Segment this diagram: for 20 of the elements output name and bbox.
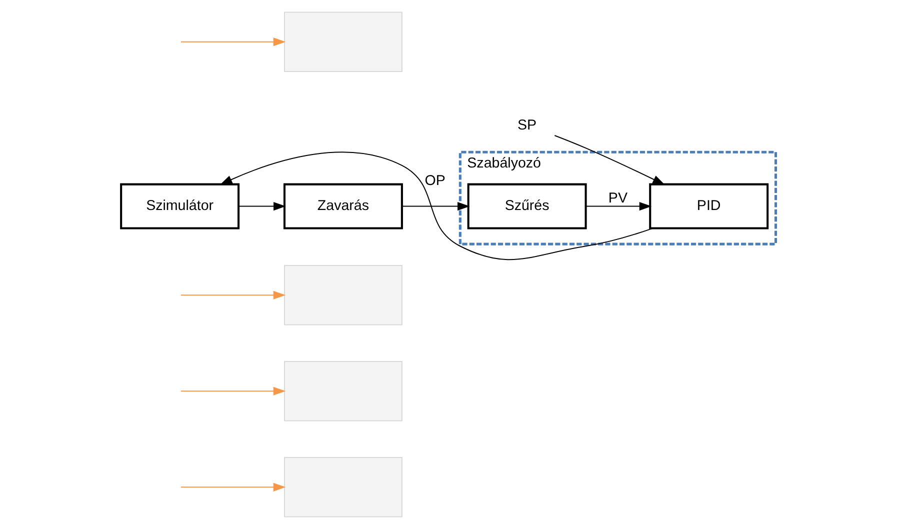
arrow bbox=[554, 135, 665, 185]
node-text: SP bbox=[518, 117, 537, 134]
arrow bbox=[238, 202, 286, 211]
node-box: Szimulátor bbox=[120, 183, 240, 230]
arrow bbox=[180, 38, 286, 46]
node-box bbox=[284, 361, 402, 422]
node-box: Zavarás bbox=[283, 183, 403, 230]
arrow bbox=[586, 202, 652, 211]
arrow bbox=[220, 152, 653, 260]
node-box: Szűrés bbox=[467, 183, 587, 230]
arrow bbox=[180, 386, 286, 396]
arrow bbox=[402, 202, 470, 211]
node-box: PID bbox=[649, 183, 769, 230]
node-box bbox=[284, 457, 402, 518]
arrow bbox=[180, 290, 286, 300]
edge-label: PV bbox=[608, 190, 628, 206]
edge-label: OP bbox=[424, 173, 446, 190]
arrow bbox=[180, 482, 286, 492]
node-box bbox=[284, 265, 402, 326]
node-box bbox=[284, 12, 402, 72]
